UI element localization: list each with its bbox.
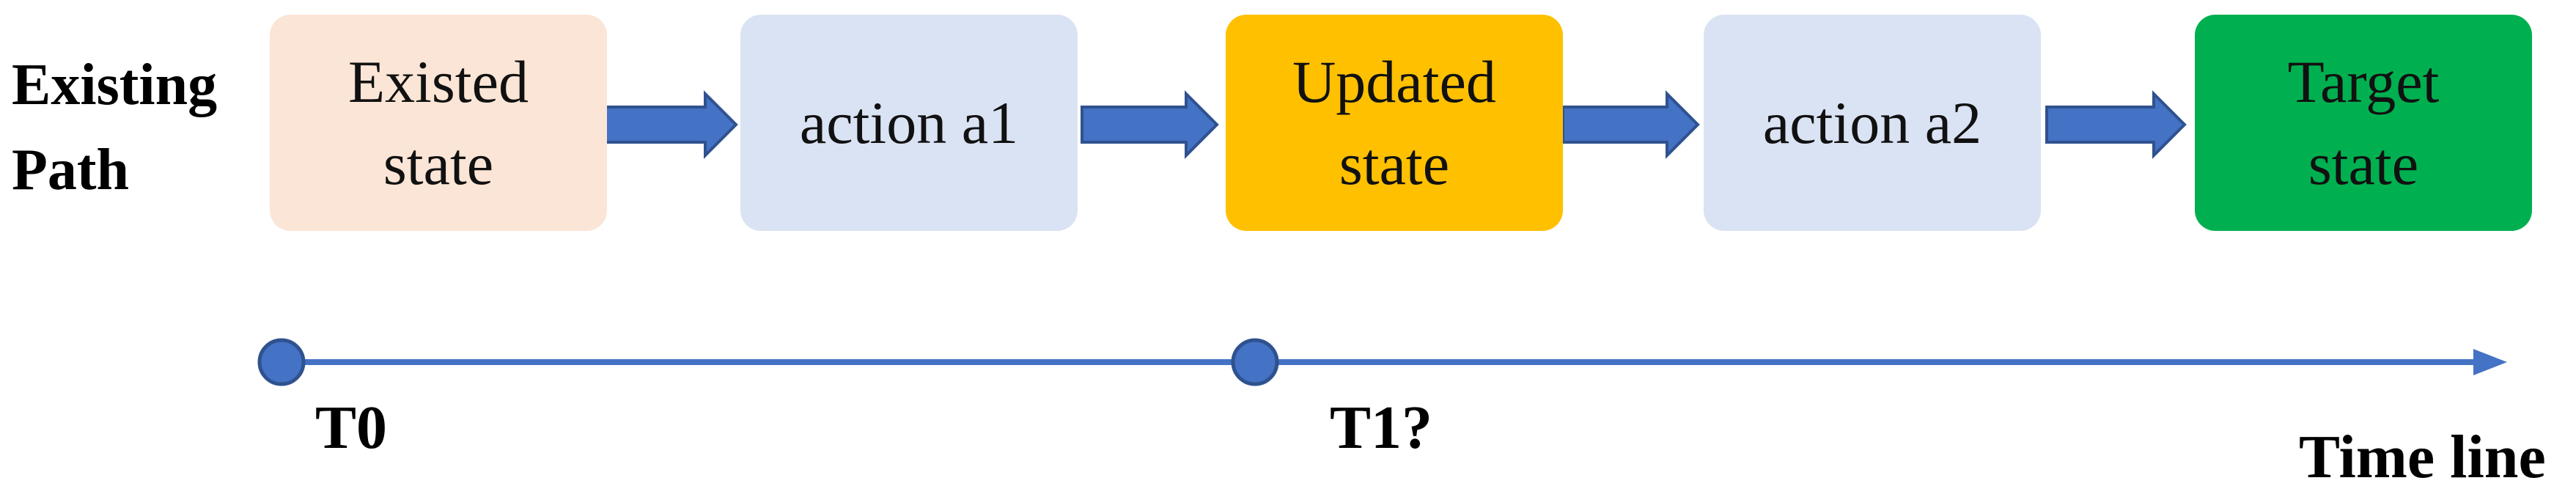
timeline-axis-label: Time line [2299, 423, 2546, 491]
box-action-a1: action a1 [740, 15, 1078, 231]
timeline-arrowhead [2473, 349, 2507, 375]
box-label: Existed state [348, 48, 529, 197]
flow-arrow-2 [1081, 90, 1219, 159]
box-updated-state: Updated state [1226, 15, 1563, 231]
row-label-existing-path: Existing Path [12, 53, 218, 202]
flow-arrow-1 [604, 90, 738, 159]
flow-arrow-4 [2045, 90, 2187, 159]
box-label: Updated state [1292, 48, 1496, 197]
box-label: action a2 [1762, 89, 1982, 156]
timeline-label-t0: T0 [315, 394, 388, 462]
box-action-a2: action a2 [1704, 15, 2041, 231]
timeline-label-t1: T1? [1330, 394, 1433, 462]
timeline-marker-t0 [257, 338, 306, 386]
box-label: action a1 [799, 89, 1019, 156]
box-existed-state: Existed state [270, 15, 607, 231]
box-label: Target state [2287, 48, 2440, 197]
timeline-marker-t1 [1231, 338, 1279, 386]
flow-arrow-3 [1561, 90, 1700, 159]
box-target-state: Target state [2195, 15, 2532, 231]
